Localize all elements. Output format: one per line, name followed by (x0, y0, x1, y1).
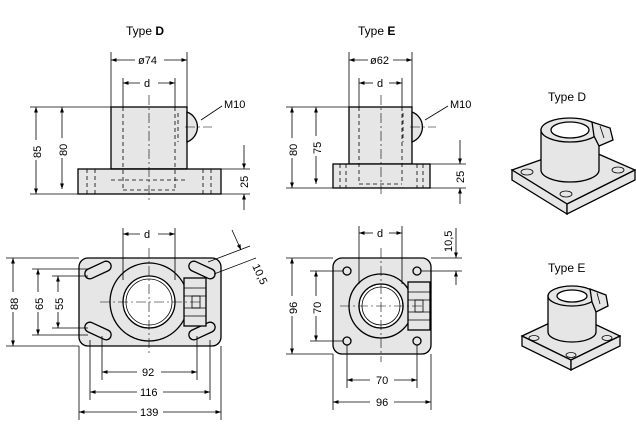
type-d-isometric-view: Type D (510, 90, 636, 216)
type-d-slot-spacing-label: 55 (54, 298, 66, 310)
type-d-total-height-label: 85 (32, 146, 44, 158)
type-d-slot-offset-label: 10,5 (249, 262, 269, 286)
type-e-plan-view: d 10,5 96 70 70 96 (286, 226, 462, 410)
type-d-plan-view: d 10,5 88 65 55 92 116 (6, 228, 269, 420)
type-e-mounting-hole (412, 336, 422, 346)
type-e-hole-spacing-h-label: 70 (376, 375, 388, 387)
type-e-mounting-hole (342, 336, 352, 346)
type-e-body (348, 106, 413, 165)
type-e-mounting-hole (412, 266, 422, 276)
type-e-hole-offset-label: 10,5 (443, 231, 455, 252)
type-d-plan-bore-label: d (144, 229, 150, 241)
type-d-base (77, 168, 222, 195)
type-d-base-height-label: 25 (239, 176, 251, 188)
type-d-slot (84, 321, 112, 341)
title-type-d: Type D (126, 24, 164, 38)
type-d-screw-label: M10 (224, 99, 245, 111)
type-e-mounting-hole (342, 266, 352, 276)
iso-type-e-label: Type E (548, 261, 585, 275)
type-e-front-view: ø62 d M10 80 75 25 (286, 52, 471, 204)
type-e-diameter-label: ø62 (370, 55, 389, 67)
type-d-body-height-label: 80 (58, 144, 70, 156)
type-d-overall-height-label: 88 (9, 298, 21, 310)
type-e-base-height-label: 25 (455, 171, 467, 183)
type-e-total-height-label: 80 (288, 144, 300, 156)
type-d-slot (188, 260, 216, 280)
type-e-bore-label: d (377, 78, 383, 90)
type-d-hole-spacing-label: 92 (142, 367, 154, 379)
type-d-bore-label: d (144, 78, 150, 90)
type-e-overall-height-label: 96 (288, 302, 300, 314)
type-e-isometric-view: Type E (520, 261, 622, 372)
iso-type-d-label: Type D (548, 90, 586, 104)
type-d-front-view: ø74 d M10 85 80 25 (30, 52, 251, 210)
type-d-slot-width-label: 116 (140, 387, 158, 399)
type-d-diameter-label: ø74 (138, 55, 157, 67)
type-e-plan-bore-label: d (377, 228, 383, 240)
type-e-hole-spacing-v-label: 70 (312, 302, 324, 314)
title-type-e: Type E (358, 24, 395, 38)
type-e-overall-width-label: 96 (376, 397, 388, 409)
type-e-body-height-label: 75 (312, 142, 324, 154)
type-d-inner-height-label: 65 (34, 298, 46, 310)
type-e-screw-label: M10 (450, 99, 471, 111)
type-d-overall-width-label: 139 (140, 407, 158, 419)
